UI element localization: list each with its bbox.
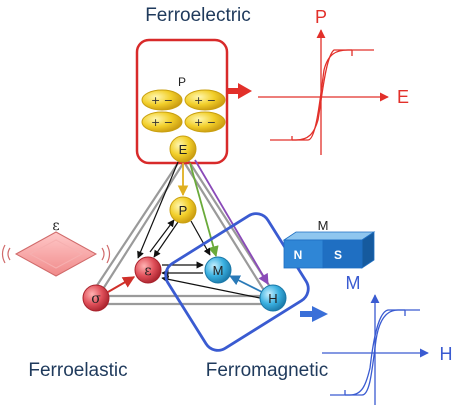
electric-loop-x-label: E [397, 87, 409, 107]
strain-diamond: ε [1, 218, 111, 277]
node-e-label: E [179, 142, 188, 157]
node-sigma: σ [82, 284, 110, 312]
magnet-south-label: S [334, 248, 342, 262]
electric-loop-lower-branch [270, 49, 352, 141]
magnetic-loop-x-label: H [440, 344, 453, 364]
electric-hysteresis-loop: P E [258, 7, 409, 155]
node-h-label: H [268, 291, 277, 306]
ferroelastic-label: Ferroelastic [28, 360, 127, 381]
arrow-eps-to-p [149, 219, 175, 253]
arrow-e-to-eps [137, 161, 179, 259]
node-h: H [259, 284, 287, 312]
ferroelectric-label: Ferroelectric [145, 5, 251, 26]
magnetic-hysteresis-loop: M H [322, 273, 453, 405]
node-e: E [169, 135, 197, 163]
magnetic-loop-lower-branch [330, 309, 405, 396]
arrow-p-to-eps [153, 221, 179, 258]
ferroelectric-arrow [228, 83, 252, 99]
node-sigma-label: σ [91, 291, 101, 307]
dipole-2-label: + − [194, 94, 216, 107]
magnetic-loop-y-label: M [346, 273, 361, 293]
dipole-title: P [178, 75, 186, 89]
strain-symbol: ε [52, 218, 59, 234]
node-p-label: P [179, 203, 188, 218]
node-epsilon-label: ε [144, 263, 151, 279]
ferromagnetic-arrow [300, 306, 328, 322]
node-m-label: M [213, 263, 224, 278]
coupling-arrows [107, 159, 269, 299]
dipole-3: + − [141, 111, 183, 133]
dipole-1-label: + − [151, 94, 173, 107]
dipole-2: + − [184, 89, 226, 111]
magnet-north-label: N [294, 248, 303, 262]
electric-loop-y-label: P [315, 7, 327, 27]
ferroelectric-box [135, 38, 229, 165]
arrow-sigma-to-eps [107, 276, 136, 293]
triangle-frame [89, 159, 277, 306]
node-epsilon: ε [134, 256, 162, 284]
dipole-group: P + − + − + − + − [141, 75, 226, 133]
dipole-1: + − [141, 89, 183, 111]
magnet-block: M N S [282, 218, 376, 269]
node-p: P [169, 196, 197, 224]
electric-loop-upper-branch [292, 49, 374, 141]
magnetic-loop-upper-branch [345, 309, 420, 396]
magnet-title: M [318, 218, 329, 233]
dipole-4-label: + − [194, 116, 216, 129]
ferromagnetic-label: Ferromagnetic [206, 360, 329, 381]
arrow-h-to-eps [161, 275, 261, 299]
dipole-4: + − [184, 111, 226, 133]
arrow-p-to-m [190, 220, 211, 256]
arrow-h-to-m [229, 275, 263, 293]
arrow-e-to-h [194, 159, 269, 285]
dipole-3-label: + − [151, 116, 173, 129]
node-m: M [204, 256, 232, 284]
